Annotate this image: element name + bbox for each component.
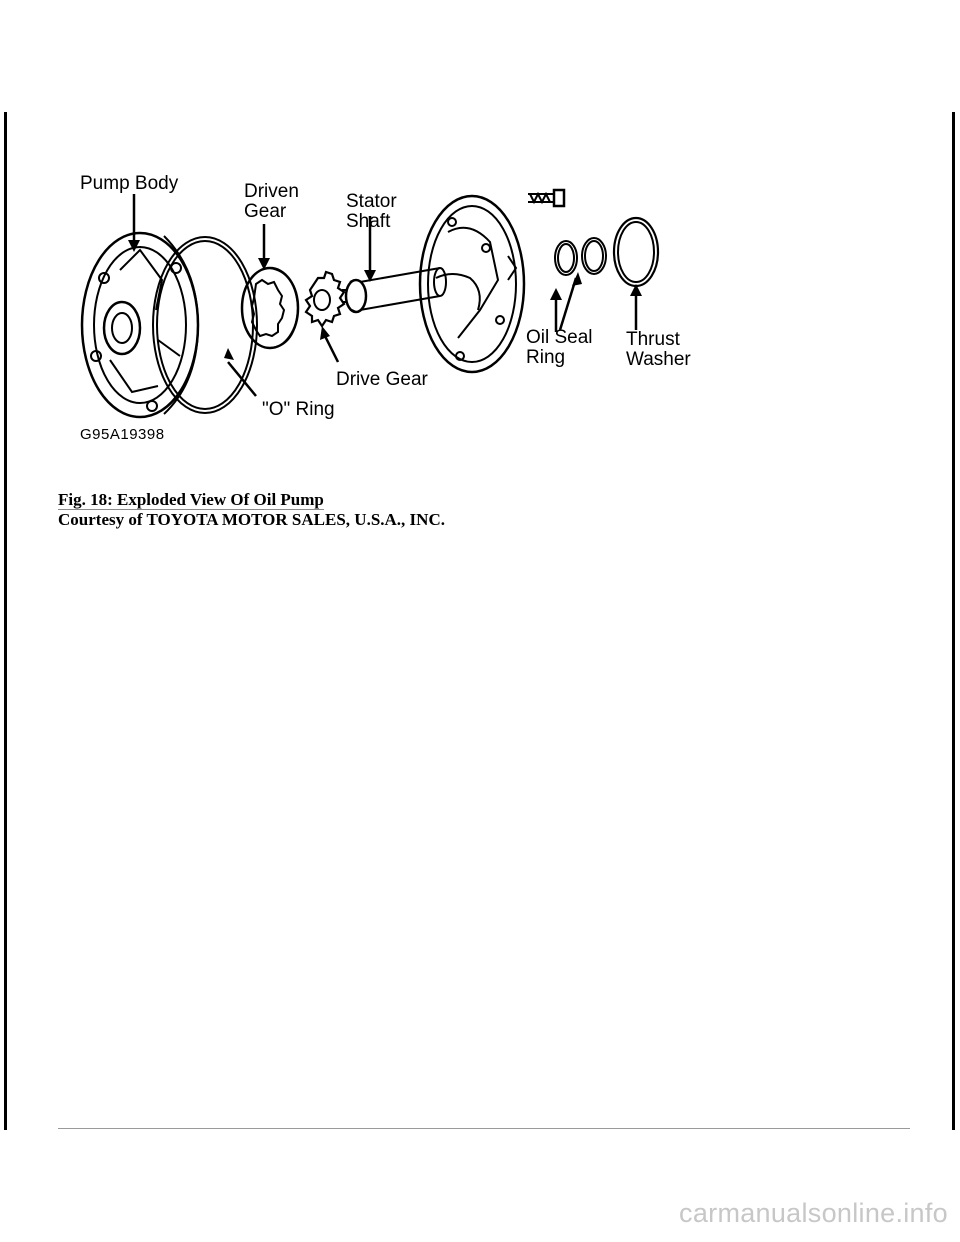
stator-shaft-label-line2: Shaft	[346, 211, 391, 232]
driven-gear-label-line1: Driven	[244, 181, 299, 202]
thrust-washer-label-line2: Washer	[626, 349, 691, 370]
page-right-border	[952, 112, 955, 1130]
watermark: carmanualsonline.info	[679, 1198, 948, 1228]
o-ring-label: "O" Ring	[262, 399, 335, 420]
oil-pump-drawing	[80, 188, 660, 419]
oil-seal-ring-label-line2: Ring	[526, 347, 566, 368]
pump-body-label: Pump Body	[80, 173, 179, 194]
figure-caption: Fig. 18: Exploded View Of Oil Pump Court…	[58, 490, 445, 530]
thrust-washer-label-line1: Thrust	[626, 329, 680, 350]
thrust-washer-part	[612, 216, 660, 288]
drive-gear-part	[304, 270, 346, 328]
figure-title-link[interactable]: Fig. 18: Exploded View Of Oil Pump	[58, 490, 324, 510]
oil-seal-rings-part	[554, 237, 607, 276]
bolt-part	[528, 188, 566, 208]
oil-pump-exploded-diagram: Pump Body Driven Gear Stator Shaft Drive…	[60, 160, 720, 460]
drive-gear-label: Drive Gear	[336, 369, 428, 390]
bottom-divider	[58, 1128, 910, 1129]
pump-body-part	[80, 231, 200, 419]
driven-gear-part	[240, 266, 300, 350]
leader-arrowheads	[128, 240, 642, 360]
stator-shaft-part	[342, 194, 526, 374]
leader-arrows	[132, 194, 638, 397]
o-ring-part	[152, 236, 258, 414]
figure-code: G95A19398	[80, 426, 165, 443]
page-left-border	[4, 112, 7, 1130]
oil-seal-ring-label-line1: Oil Seal	[526, 327, 593, 348]
stator-shaft-label-line1: Stator	[346, 191, 397, 212]
driven-gear-label-line2: Gear	[244, 201, 287, 222]
figure-credit: Courtesy of TOYOTA MOTOR SALES, U.S.A., …	[58, 510, 445, 529]
